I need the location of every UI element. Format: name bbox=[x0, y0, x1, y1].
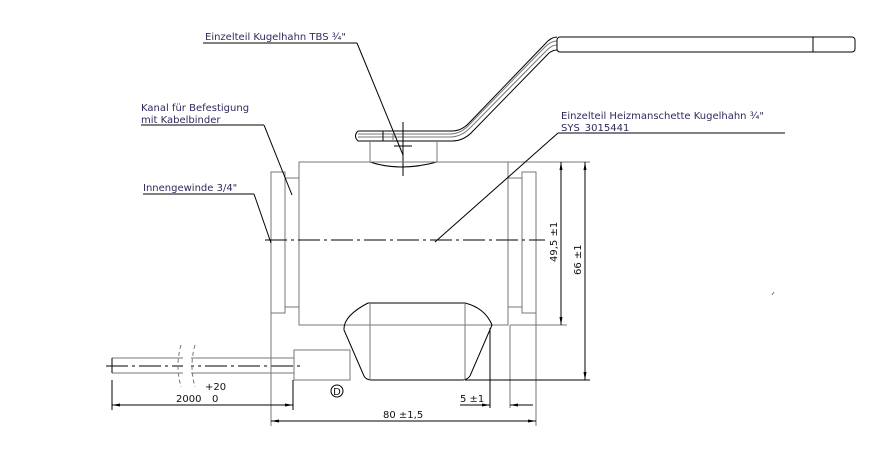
cable bbox=[106, 344, 351, 388]
detail-marker-d: D bbox=[333, 387, 341, 398]
label-channel-line2: mit Kabelbinder bbox=[141, 115, 221, 126]
valve-stem bbox=[369, 122, 438, 176]
heating-sleeve bbox=[343, 302, 493, 381]
dim-cable-tol-upper: +20 bbox=[205, 382, 226, 393]
dim-offset: 5 ±1 bbox=[460, 394, 484, 405]
dim-height-center: 49,5 ±1 bbox=[549, 222, 560, 262]
dimensions bbox=[111, 161, 775, 426]
label-thread: Innengewinde 3/4" bbox=[143, 183, 237, 194]
dim-height-total: 66 ±1 bbox=[573, 244, 584, 275]
label-heater-line1: Einzelteil Heizmanschette Kugelhahn ¾" bbox=[561, 111, 764, 122]
dim-cable-tol-lower: 0 bbox=[212, 394, 218, 405]
label-heater-line2: SYS_3015441 bbox=[561, 123, 629, 134]
dim-width: 80 ±1,5 bbox=[383, 410, 423, 421]
leader-lines bbox=[141, 42, 785, 244]
dim-cable-length: 2000 bbox=[176, 394, 201, 405]
label-ball-valve: Einzelteil Kugelhahn TBS ¾" bbox=[205, 32, 346, 43]
valve-handle bbox=[355, 36, 856, 142]
label-channel-line1: Kanal für Befestigung bbox=[141, 103, 249, 114]
valve-body bbox=[265, 161, 545, 326]
